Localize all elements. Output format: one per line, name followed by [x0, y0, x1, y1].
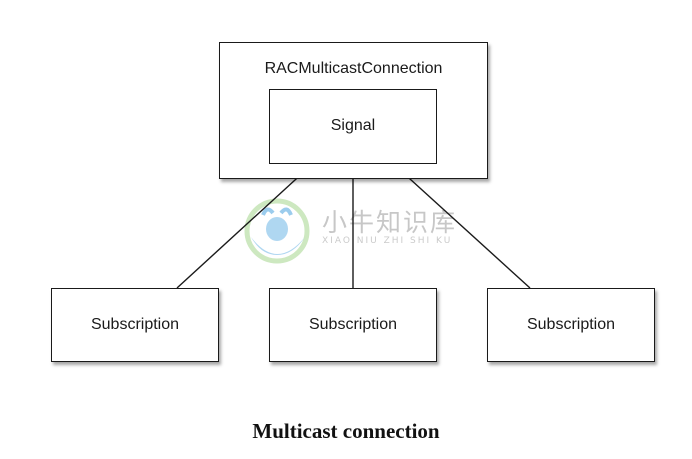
signal-label: Signal — [330, 117, 376, 134]
subscription-box-left: Subscription — [51, 288, 219, 362]
subscription-box-right: Subscription — [487, 288, 655, 362]
watermark-logo-icon — [244, 198, 310, 264]
signal-box: Signal — [269, 89, 437, 164]
subscription-label: Subscription — [308, 316, 398, 333]
watermark-text: 小牛知识库 — [322, 208, 458, 237]
subscription-label: Subscription — [90, 316, 180, 333]
figure-caption: Multicast connection — [252, 419, 440, 443]
watermark: 小牛知识库 XIAO NIU ZHI SHI KU — [237, 193, 467, 273]
multicast-connection-label: RACMulticastConnection — [264, 60, 443, 77]
subscription-box-middle: Subscription — [269, 288, 437, 362]
watermark-pinyin: XIAO NIU ZHI SHI KU — [322, 236, 453, 246]
subscription-label: Subscription — [526, 316, 616, 333]
